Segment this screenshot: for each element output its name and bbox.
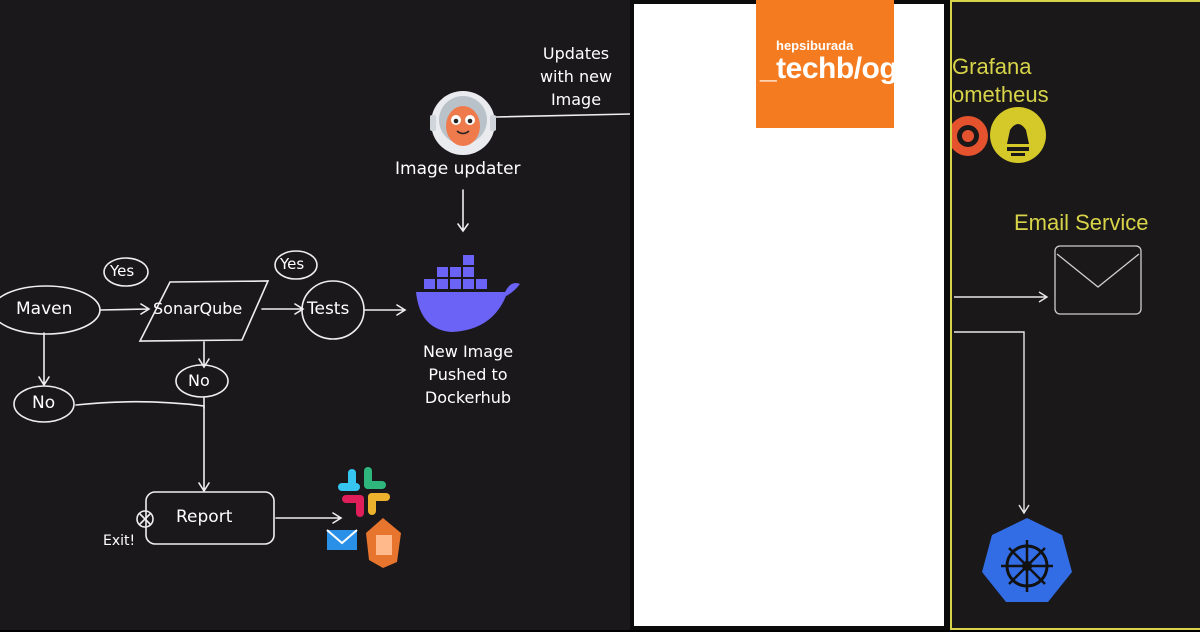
new-image-label: New Image Pushed to Dockerhub (412, 340, 524, 409)
updater-arrow (457, 189, 469, 233)
aws-sns-icon (366, 518, 401, 568)
maven-no-arrow (38, 332, 50, 387)
monitoring-diagram (952, 107, 1142, 602)
grafana-label: Grafana (952, 54, 1032, 79)
report-icons-arrow (275, 512, 343, 524)
exit-icon (136, 510, 154, 528)
updates-label-line1: Updates (542, 44, 610, 63)
logo-big-text: _techb/og (760, 52, 898, 85)
tests-node (301, 280, 365, 340)
prometheus-icon (990, 107, 1046, 163)
pipeline-diagram (0, 91, 630, 568)
tests-label: Tests (307, 299, 350, 319)
updates-label-line3: Image (550, 90, 602, 109)
yes-label-2: Yes (280, 255, 305, 273)
hepsiburada-techblog-logo: hepsiburada _techb/og (756, 0, 898, 128)
maven-sonar-arrow (99, 303, 151, 315)
docker-whale-icon (416, 255, 520, 332)
sonarqube-node (138, 280, 270, 342)
no-badge-2 (175, 364, 229, 398)
sonar-no-arrow (198, 341, 210, 369)
argo-octopus-icon (430, 91, 496, 155)
no-badge-1 (13, 385, 75, 423)
no-label-2: No (188, 371, 210, 390)
new-image-line2: Pushed to (428, 365, 508, 384)
updates-label: Updates with new Image (536, 42, 616, 111)
grafana-icon (952, 116, 988, 156)
report-label: Report (176, 507, 233, 527)
new-image-line3: Dockerhub (424, 388, 512, 407)
yes-badge-2 (274, 250, 318, 280)
updates-label-line2: with new (539, 67, 613, 86)
slack-icon (338, 467, 390, 517)
no-label-1: No (32, 393, 56, 413)
kubernetes-icon (982, 518, 1072, 602)
yes-label-1: Yes (110, 262, 135, 280)
logo-small-text: hepsiburada (776, 38, 854, 53)
image-updater-label: Image updater (395, 159, 521, 179)
updates-connector (495, 113, 630, 118)
yes-badge-1 (103, 257, 149, 287)
exit-label: Exit! (103, 533, 136, 549)
monitoring-panel: Grafana ometheus Email Service (950, 0, 1200, 630)
sonar-tests-arrow (261, 303, 305, 315)
envelope-icon (1054, 245, 1142, 315)
maven-label: Maven (16, 299, 73, 319)
email-flow-arrow (954, 291, 1049, 515)
email-icon (326, 529, 358, 550)
prometheus-label: ometheus (952, 82, 1049, 107)
new-image-line1: New Image (422, 342, 514, 361)
tests-docker-arrow (363, 304, 407, 316)
sonarqube-label: SonarQube (153, 299, 243, 318)
no-report-arrow (75, 400, 210, 493)
email-service-label: Email Service (1014, 210, 1149, 235)
maven-node (0, 285, 101, 335)
pipeline-diagram-panel: Updates with new Image Image updater Mav… (0, 0, 630, 630)
